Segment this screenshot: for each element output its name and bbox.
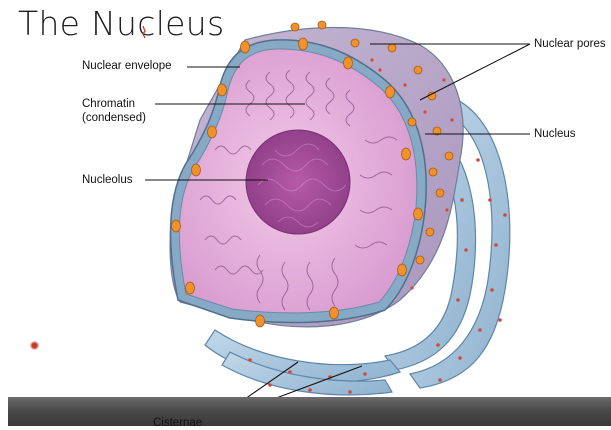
label-chromatin-condensed: (condensed) [82,112,146,125]
label-nucleus: Nucleus [534,128,576,141]
label-nuclear-envelope: Nuclear envelope [82,60,172,73]
label-chromatin: Chromatin [82,98,135,111]
nucleolus [246,130,350,234]
label-nuclear-pores: Nuclear pores [534,38,606,51]
label-nucleolus: Nucleolus [82,174,133,187]
label-cisternae: Cisternae [153,417,202,430]
bottom-bar [8,397,611,426]
laser-pointer-dot [30,341,39,350]
